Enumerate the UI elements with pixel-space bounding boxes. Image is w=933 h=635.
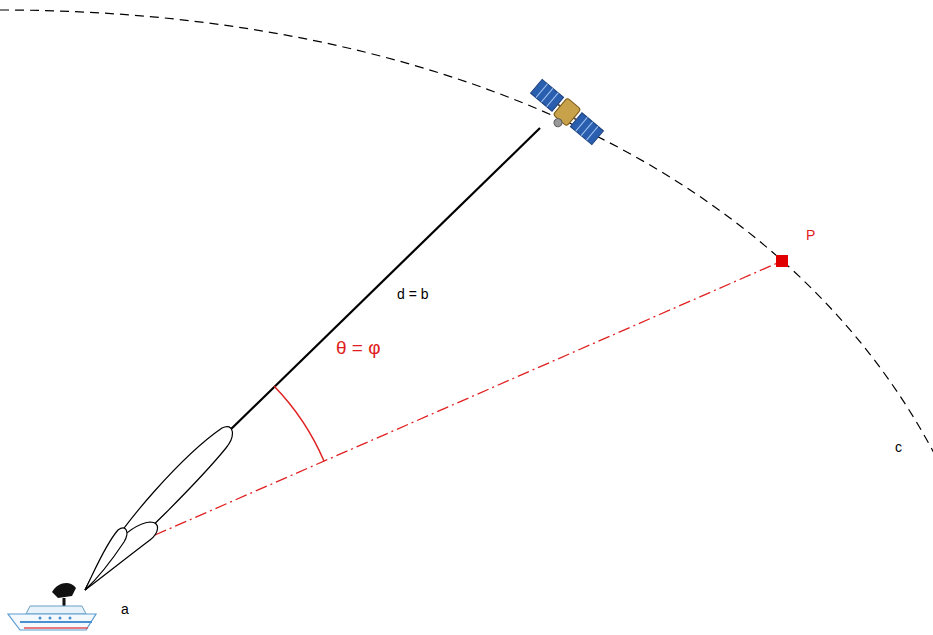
side-lobe xyxy=(85,528,127,590)
angle-arc xyxy=(274,386,324,461)
point-marker xyxy=(776,255,788,267)
main-lobe xyxy=(85,427,232,590)
satellite-icon xyxy=(525,78,605,152)
angle-label: θ = φ xyxy=(336,338,381,357)
orbit-label: c xyxy=(895,440,902,454)
offaxis-line xyxy=(155,261,782,535)
point-label: P xyxy=(806,228,815,242)
ship-label: a xyxy=(121,602,129,616)
ship-icon xyxy=(8,583,96,630)
orbit-arc xyxy=(0,10,933,455)
side-lobe xyxy=(85,522,158,590)
distance-label: d = b xyxy=(397,287,429,301)
